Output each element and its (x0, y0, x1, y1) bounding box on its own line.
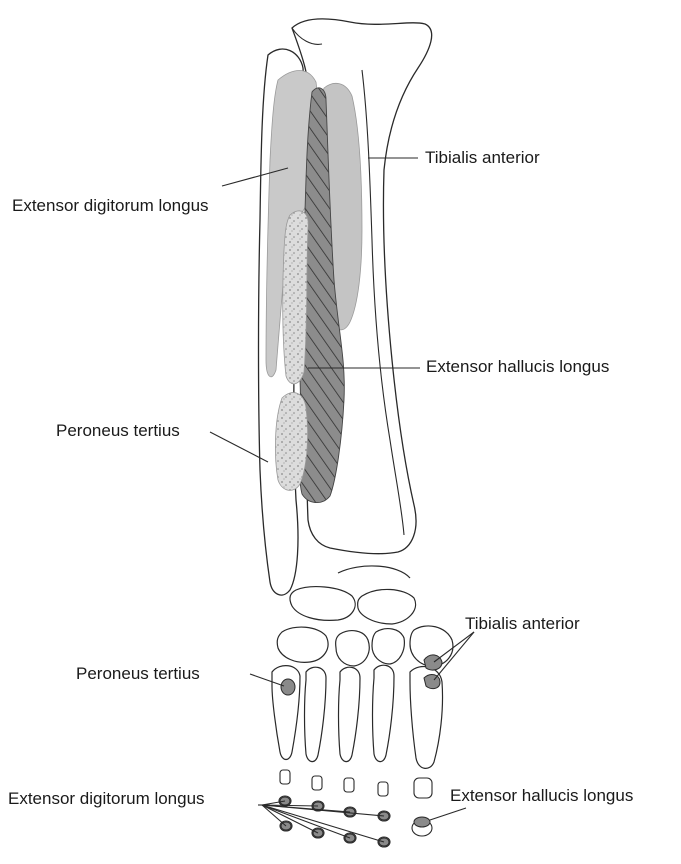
pt-insertion (281, 679, 295, 695)
leader-ehl-lower (430, 808, 466, 820)
ehl-insertion (414, 817, 430, 827)
leader-edl-lower-6 (262, 805, 350, 838)
pt-origin-area-lower (275, 393, 307, 491)
tarsal-bones (277, 566, 453, 666)
ta-insertion-lower (424, 675, 440, 689)
label-extensor-digitorum-longus-upper: Extensor digitorum longus (12, 196, 209, 216)
label-tibialis-anterior-upper: Tibialis anterior (425, 148, 540, 168)
label-extensor-digitorum-longus-lower: Extensor digitorum longus (8, 789, 205, 809)
pt-origin-area-upper (283, 211, 309, 384)
metatarsal-bones (272, 665, 443, 768)
label-tibialis-anterior-lower: Tibialis anterior (465, 614, 580, 634)
ta-insertion-upper (424, 655, 442, 670)
label-extensor-hallucis-longus-lower: Extensor hallucis longus (450, 786, 633, 806)
label-peroneus-tertius-upper: Peroneus tertius (56, 421, 180, 441)
label-extensor-hallucis-longus-upper: Extensor hallucis longus (426, 357, 609, 377)
label-peroneus-tertius-lower: Peroneus tertius (76, 664, 200, 684)
